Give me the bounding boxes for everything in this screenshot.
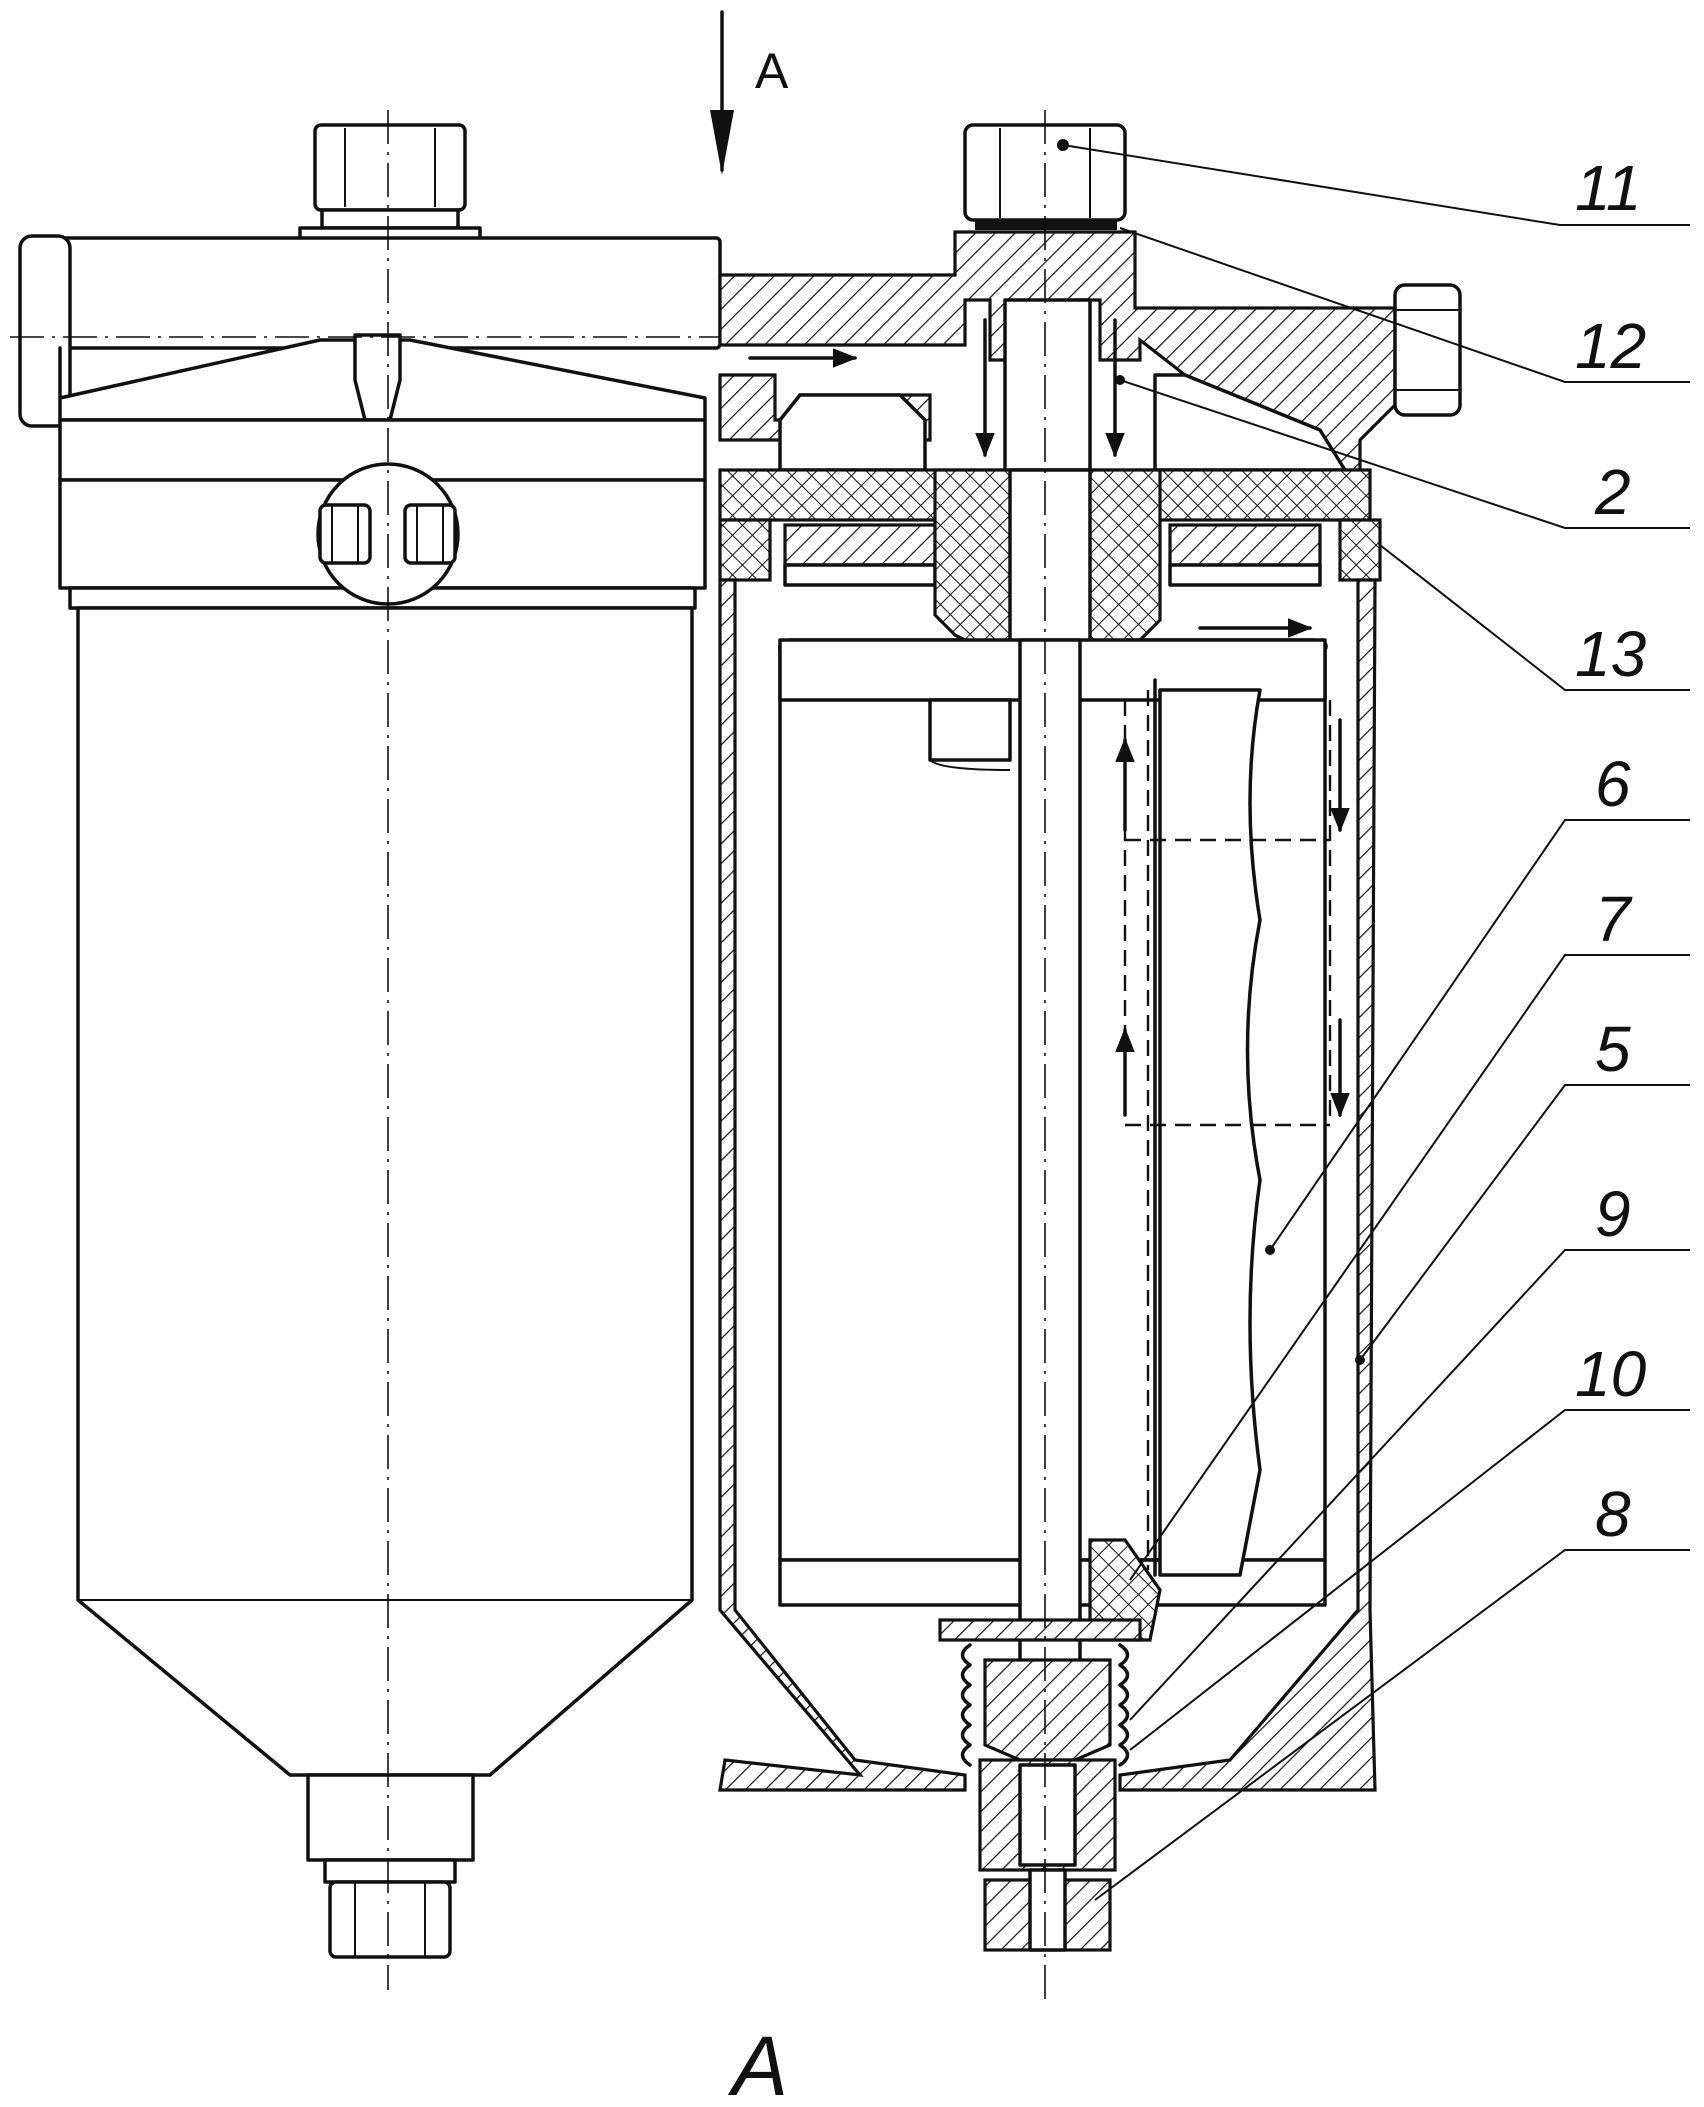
leader-12 xyxy=(1119,227,1690,383)
left-top-bolt xyxy=(313,123,467,212)
callout-8: 8 xyxy=(1595,1478,1631,1550)
bowl-wall-left xyxy=(718,578,967,1792)
left-window-screw-a xyxy=(318,503,372,565)
leader-9 xyxy=(1129,1249,1690,1721)
leader-5 xyxy=(1359,1084,1690,1361)
left-pin xyxy=(353,333,402,422)
flow-arrows xyxy=(748,318,1350,1118)
filter-pack-6 xyxy=(1158,688,1262,1577)
left-filter-exterior xyxy=(10,110,740,1990)
spring-seat xyxy=(938,1618,1142,1642)
valve-body-10 xyxy=(983,1658,1112,1762)
right-end-plug xyxy=(1393,283,1462,417)
centre-bore xyxy=(1003,298,1092,487)
leader-10 xyxy=(1129,1409,1690,1751)
magnet-left xyxy=(783,523,937,567)
view-label: A xyxy=(727,2019,788,2107)
section-arrow-label: A xyxy=(755,43,789,99)
callout-10: 10 xyxy=(1575,1338,1647,1410)
leader-11 xyxy=(1062,144,1690,226)
callout-12: 12 xyxy=(1575,310,1646,382)
section-arrow: A xyxy=(710,10,789,175)
bowl-wall-right xyxy=(1118,578,1377,1792)
leader-7 xyxy=(1129,954,1690,1581)
washer-12 xyxy=(975,220,1117,230)
section-arrow-head xyxy=(710,110,734,175)
callout-11: 11 xyxy=(1575,152,1641,224)
leader-13 xyxy=(1379,544,1690,691)
left-drain-plug xyxy=(328,1880,452,1959)
leader-6 xyxy=(1269,819,1690,1251)
callout-5: 5 xyxy=(1595,1013,1631,1085)
leader-8 xyxy=(1094,1549,1690,1901)
left-housing-bar xyxy=(38,236,722,350)
leader-lines xyxy=(1062,144,1690,1901)
callout-6: 6 xyxy=(1595,748,1631,820)
callout-9: 9 xyxy=(1595,1178,1631,1250)
callout-7: 7 xyxy=(1595,883,1633,955)
callout-2: 2 xyxy=(1594,456,1631,528)
seal-ring-left xyxy=(718,518,772,582)
magnet-right xyxy=(1168,523,1322,567)
spring-9 xyxy=(960,1643,1130,1767)
callout-13: 13 xyxy=(1575,618,1647,690)
central-stud xyxy=(1018,638,1082,1742)
left-end-plug xyxy=(18,234,72,428)
leader-2 xyxy=(1119,379,1690,529)
left-drain-body xyxy=(306,1773,475,1862)
housing-section xyxy=(718,230,1397,472)
callout-labels: 11 12 2 13 6 7 5 9 10 8 xyxy=(1575,152,1647,1550)
seal-ring-13 xyxy=(1338,518,1382,582)
right-filter-section xyxy=(718,110,1462,2000)
drain-channel xyxy=(1018,1763,1077,1867)
left-window-screw-b xyxy=(403,503,457,565)
